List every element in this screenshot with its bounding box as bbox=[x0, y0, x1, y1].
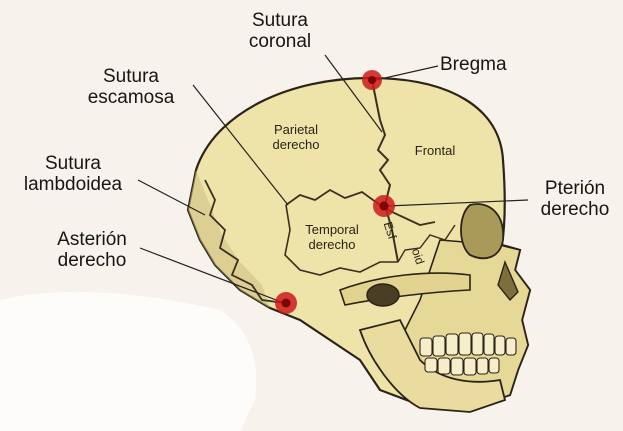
bone-label-temporal: Temporal derecho bbox=[290, 222, 374, 252]
label-asterion-line1: Asterión bbox=[57, 229, 127, 250]
bone-label-frontal: Frontal bbox=[405, 143, 465, 158]
bone-label-parietal-line1: Parietal bbox=[273, 122, 319, 137]
pointer-asterion bbox=[139, 247, 285, 304]
white-overlay bbox=[0, 291, 257, 431]
pointer-lines bbox=[137, 54, 529, 304]
bone-label-parietal-line2: derecho bbox=[272, 137, 320, 152]
label-sutura-escamosa-line2: escamosa bbox=[87, 87, 175, 108]
temporal-lower-border bbox=[284, 204, 398, 276]
pointer-pterion bbox=[386, 199, 529, 207]
pointer-coronal bbox=[324, 54, 383, 133]
pointer-lambdoidea bbox=[137, 179, 206, 216]
teeth bbox=[419, 332, 517, 376]
label-asterion-line2: derecho bbox=[57, 250, 127, 271]
label-sutura-coronal-line2: coronal bbox=[248, 31, 312, 52]
label-pterion-line2: derecho bbox=[540, 199, 610, 220]
bone-label-temporal-line1: Temporal bbox=[305, 222, 359, 237]
label-sutura-coronal-line1: Sutura bbox=[252, 10, 308, 31]
bone-label-temporal-line2: derecho bbox=[308, 237, 356, 252]
label-sutura-lambdoidea-line2: lambdoidea bbox=[23, 174, 123, 195]
ear-canal bbox=[366, 283, 400, 307]
pterion-point-core bbox=[379, 201, 389, 211]
bregma-point-core bbox=[368, 76, 376, 84]
label-sutura-escamosa: Sutura escamosa bbox=[72, 66, 190, 108]
label-sutura-coronal: Sutura coronal bbox=[230, 10, 330, 52]
label-bregma-text: Bregma bbox=[440, 54, 507, 75]
label-asterion: Asterión derecho bbox=[40, 229, 144, 271]
bone-label-frontal-text: Frontal bbox=[414, 143, 456, 158]
asterion-point-core bbox=[281, 298, 291, 308]
pointer-escamosa bbox=[192, 84, 289, 206]
squamous-suture bbox=[285, 188, 436, 226]
label-pterion-line1: Pterión bbox=[544, 178, 606, 199]
occipital-shade bbox=[188, 170, 270, 308]
pointer-bregma bbox=[375, 65, 439, 81]
sphenoid-border bbox=[397, 224, 456, 263]
orbit bbox=[460, 203, 504, 260]
label-sutura-lambdoidea-line1: Sutura bbox=[45, 153, 101, 174]
nasal-cavity bbox=[497, 259, 519, 302]
label-pterion: Pterión derecho bbox=[530, 178, 620, 220]
label-sutura-escamosa-line1: Sutura bbox=[103, 66, 159, 87]
label-bregma: Bregma bbox=[440, 54, 540, 75]
bone-label-parietal: Parietal derecho bbox=[256, 122, 336, 152]
label-sutura-lambdoidea: Sutura lambdoidea bbox=[6, 153, 140, 195]
